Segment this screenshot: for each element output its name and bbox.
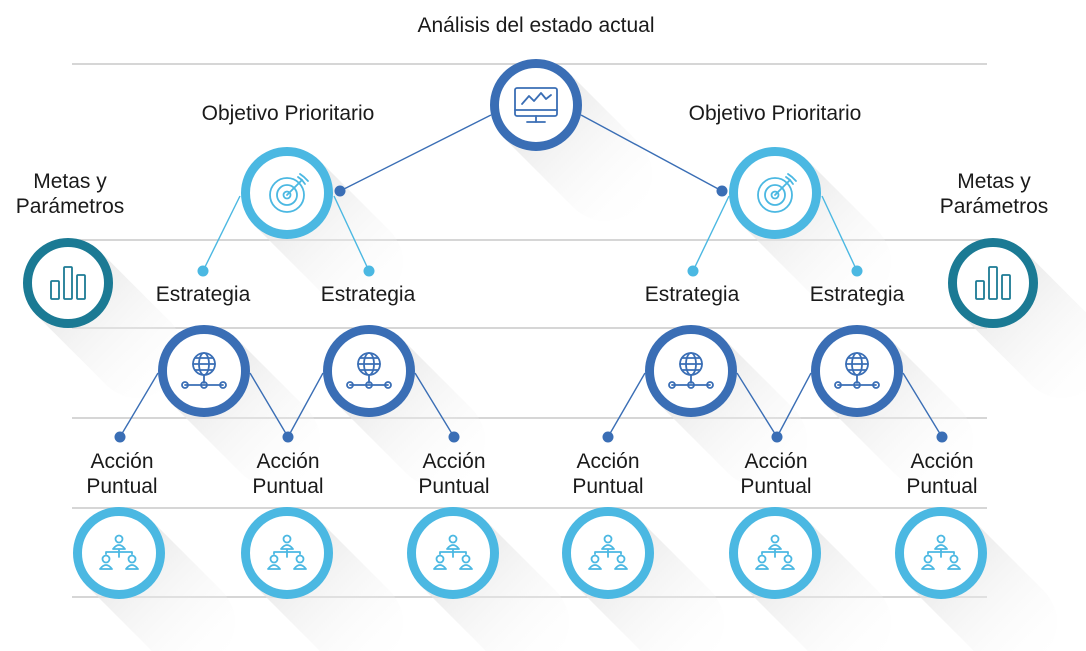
action-label-6-line1: Acción	[910, 450, 974, 473]
node-act-6	[895, 507, 987, 599]
junction-str1	[197, 265, 209, 277]
connector-str3-act4	[607, 372, 646, 438]
globe-network-icon	[834, 352, 880, 389]
connectors	[114, 114, 948, 443]
node-ring-str-4	[811, 325, 903, 417]
action-label-6-line2: Puntual	[906, 475, 978, 498]
node-ring-str-2	[323, 325, 415, 417]
node-act-4	[562, 507, 654, 599]
action-label-1-line2: Puntual	[86, 475, 158, 498]
node-act-3	[407, 507, 499, 599]
node-obj-r	[729, 147, 821, 239]
globe-network-icon	[668, 352, 714, 389]
junction-str2	[363, 265, 375, 277]
action-label-6: Acción Puntual	[892, 449, 992, 499]
node-ring-root	[490, 59, 582, 151]
junction-act6	[936, 431, 948, 443]
strategy-label-2: Estrategia	[320, 283, 416, 306]
globe-network-icon	[346, 352, 392, 389]
monitor-chart-icon	[514, 87, 558, 123]
action-label-3-line1: Acción	[422, 450, 486, 473]
team-hierarchy-icon	[433, 534, 473, 570]
node-ring-met-l	[23, 238, 113, 328]
root-label: Análisis del estado actual	[417, 14, 655, 37]
node-ring-met-r	[948, 238, 1038, 328]
metrics-label-left-line2: Parámetros	[15, 195, 125, 218]
action-label-5-line1: Acción	[744, 450, 808, 473]
team-hierarchy-icon	[267, 534, 307, 570]
team-hierarchy-icon	[921, 534, 961, 570]
target-icon	[757, 173, 797, 213]
node-str-2	[323, 325, 415, 417]
metrics-label-right: Metas y Parámetros	[924, 169, 1064, 219]
connector-str4-act6	[902, 372, 943, 438]
metrics-label-right-line2: Parámetros	[939, 195, 1049, 218]
action-label-2: Acción Puntual	[238, 449, 338, 499]
node-act-5	[729, 507, 821, 599]
junction-str4	[851, 265, 863, 277]
connector-str1-act2	[249, 372, 289, 438]
strategy-label-4: Estrategia	[809, 283, 905, 306]
node-ring-obj-r	[729, 147, 821, 239]
team-hierarchy-icon	[755, 534, 795, 570]
objective-label-left: Objetivo Prioritario	[201, 102, 375, 125]
node-act-1	[73, 507, 165, 599]
connector-root-obj-left	[339, 114, 492, 192]
action-label-4-line2: Puntual	[572, 475, 644, 498]
node-ring-str-1	[158, 325, 250, 417]
action-label-1-line1: Acción	[90, 450, 154, 473]
node-str-3	[645, 325, 737, 417]
junction-obj-right	[716, 185, 728, 197]
connector-obj-left-str1	[202, 195, 241, 272]
action-label-5: Acción Puntual	[726, 449, 826, 499]
action-label-4-line1: Acción	[576, 450, 640, 473]
connector-str1-act1	[119, 372, 159, 438]
team-hierarchy-icon	[588, 534, 628, 570]
connector-str2-act3	[414, 372, 455, 438]
strategy-label-3: Estrategia	[644, 283, 740, 306]
action-label-4: Acción Puntual	[558, 449, 658, 499]
connector-obj-right-str4	[821, 195, 858, 272]
bar-chart-icon	[975, 266, 1011, 300]
action-label-3: Acción Puntual	[404, 449, 504, 499]
node-ring-str-3	[645, 325, 737, 417]
action-label-2-line1: Acción	[256, 450, 320, 473]
metrics-label-right-line1: Metas y	[957, 170, 1031, 193]
junction-act3	[448, 431, 460, 443]
junction-obj-left	[334, 185, 346, 197]
globe-network-icon	[181, 352, 227, 389]
connector-obj-left-str2	[333, 195, 370, 272]
node-met-r	[948, 238, 1038, 328]
node-str-4	[811, 325, 903, 417]
connector-str3-act5	[736, 372, 778, 438]
junction-str3	[687, 265, 699, 277]
metrics-label-left: Metas y Parámetros	[0, 169, 140, 219]
node-met-l	[23, 238, 113, 328]
action-label-5-line2: Puntual	[740, 475, 812, 498]
connector-root-obj-right	[580, 114, 723, 192]
node-obj-l	[241, 147, 333, 239]
junction-act4	[602, 431, 614, 443]
nodes	[23, 59, 1038, 599]
junction-act2	[282, 431, 294, 443]
action-label-3-line2: Puntual	[418, 475, 490, 498]
junction-act5	[771, 431, 783, 443]
node-ring-obj-l	[241, 147, 333, 239]
connector-obj-right-str3	[692, 195, 730, 272]
action-label-2-line2: Puntual	[252, 475, 324, 498]
metrics-label-left-line1: Metas y	[33, 170, 107, 193]
node-act-2	[241, 507, 333, 599]
node-str-1	[158, 325, 250, 417]
junction-act1	[114, 431, 126, 443]
bar-chart-icon	[50, 266, 86, 300]
target-icon	[269, 173, 309, 213]
objective-label-right: Objetivo Prioritario	[688, 102, 862, 125]
connector-str4-act5	[776, 372, 812, 438]
team-hierarchy-icon	[99, 534, 139, 570]
action-label-1: Acción Puntual	[72, 449, 172, 499]
strategy-label-1: Estrategia	[155, 283, 251, 306]
connector-str2-act2	[287, 372, 324, 438]
node-root	[490, 59, 582, 151]
